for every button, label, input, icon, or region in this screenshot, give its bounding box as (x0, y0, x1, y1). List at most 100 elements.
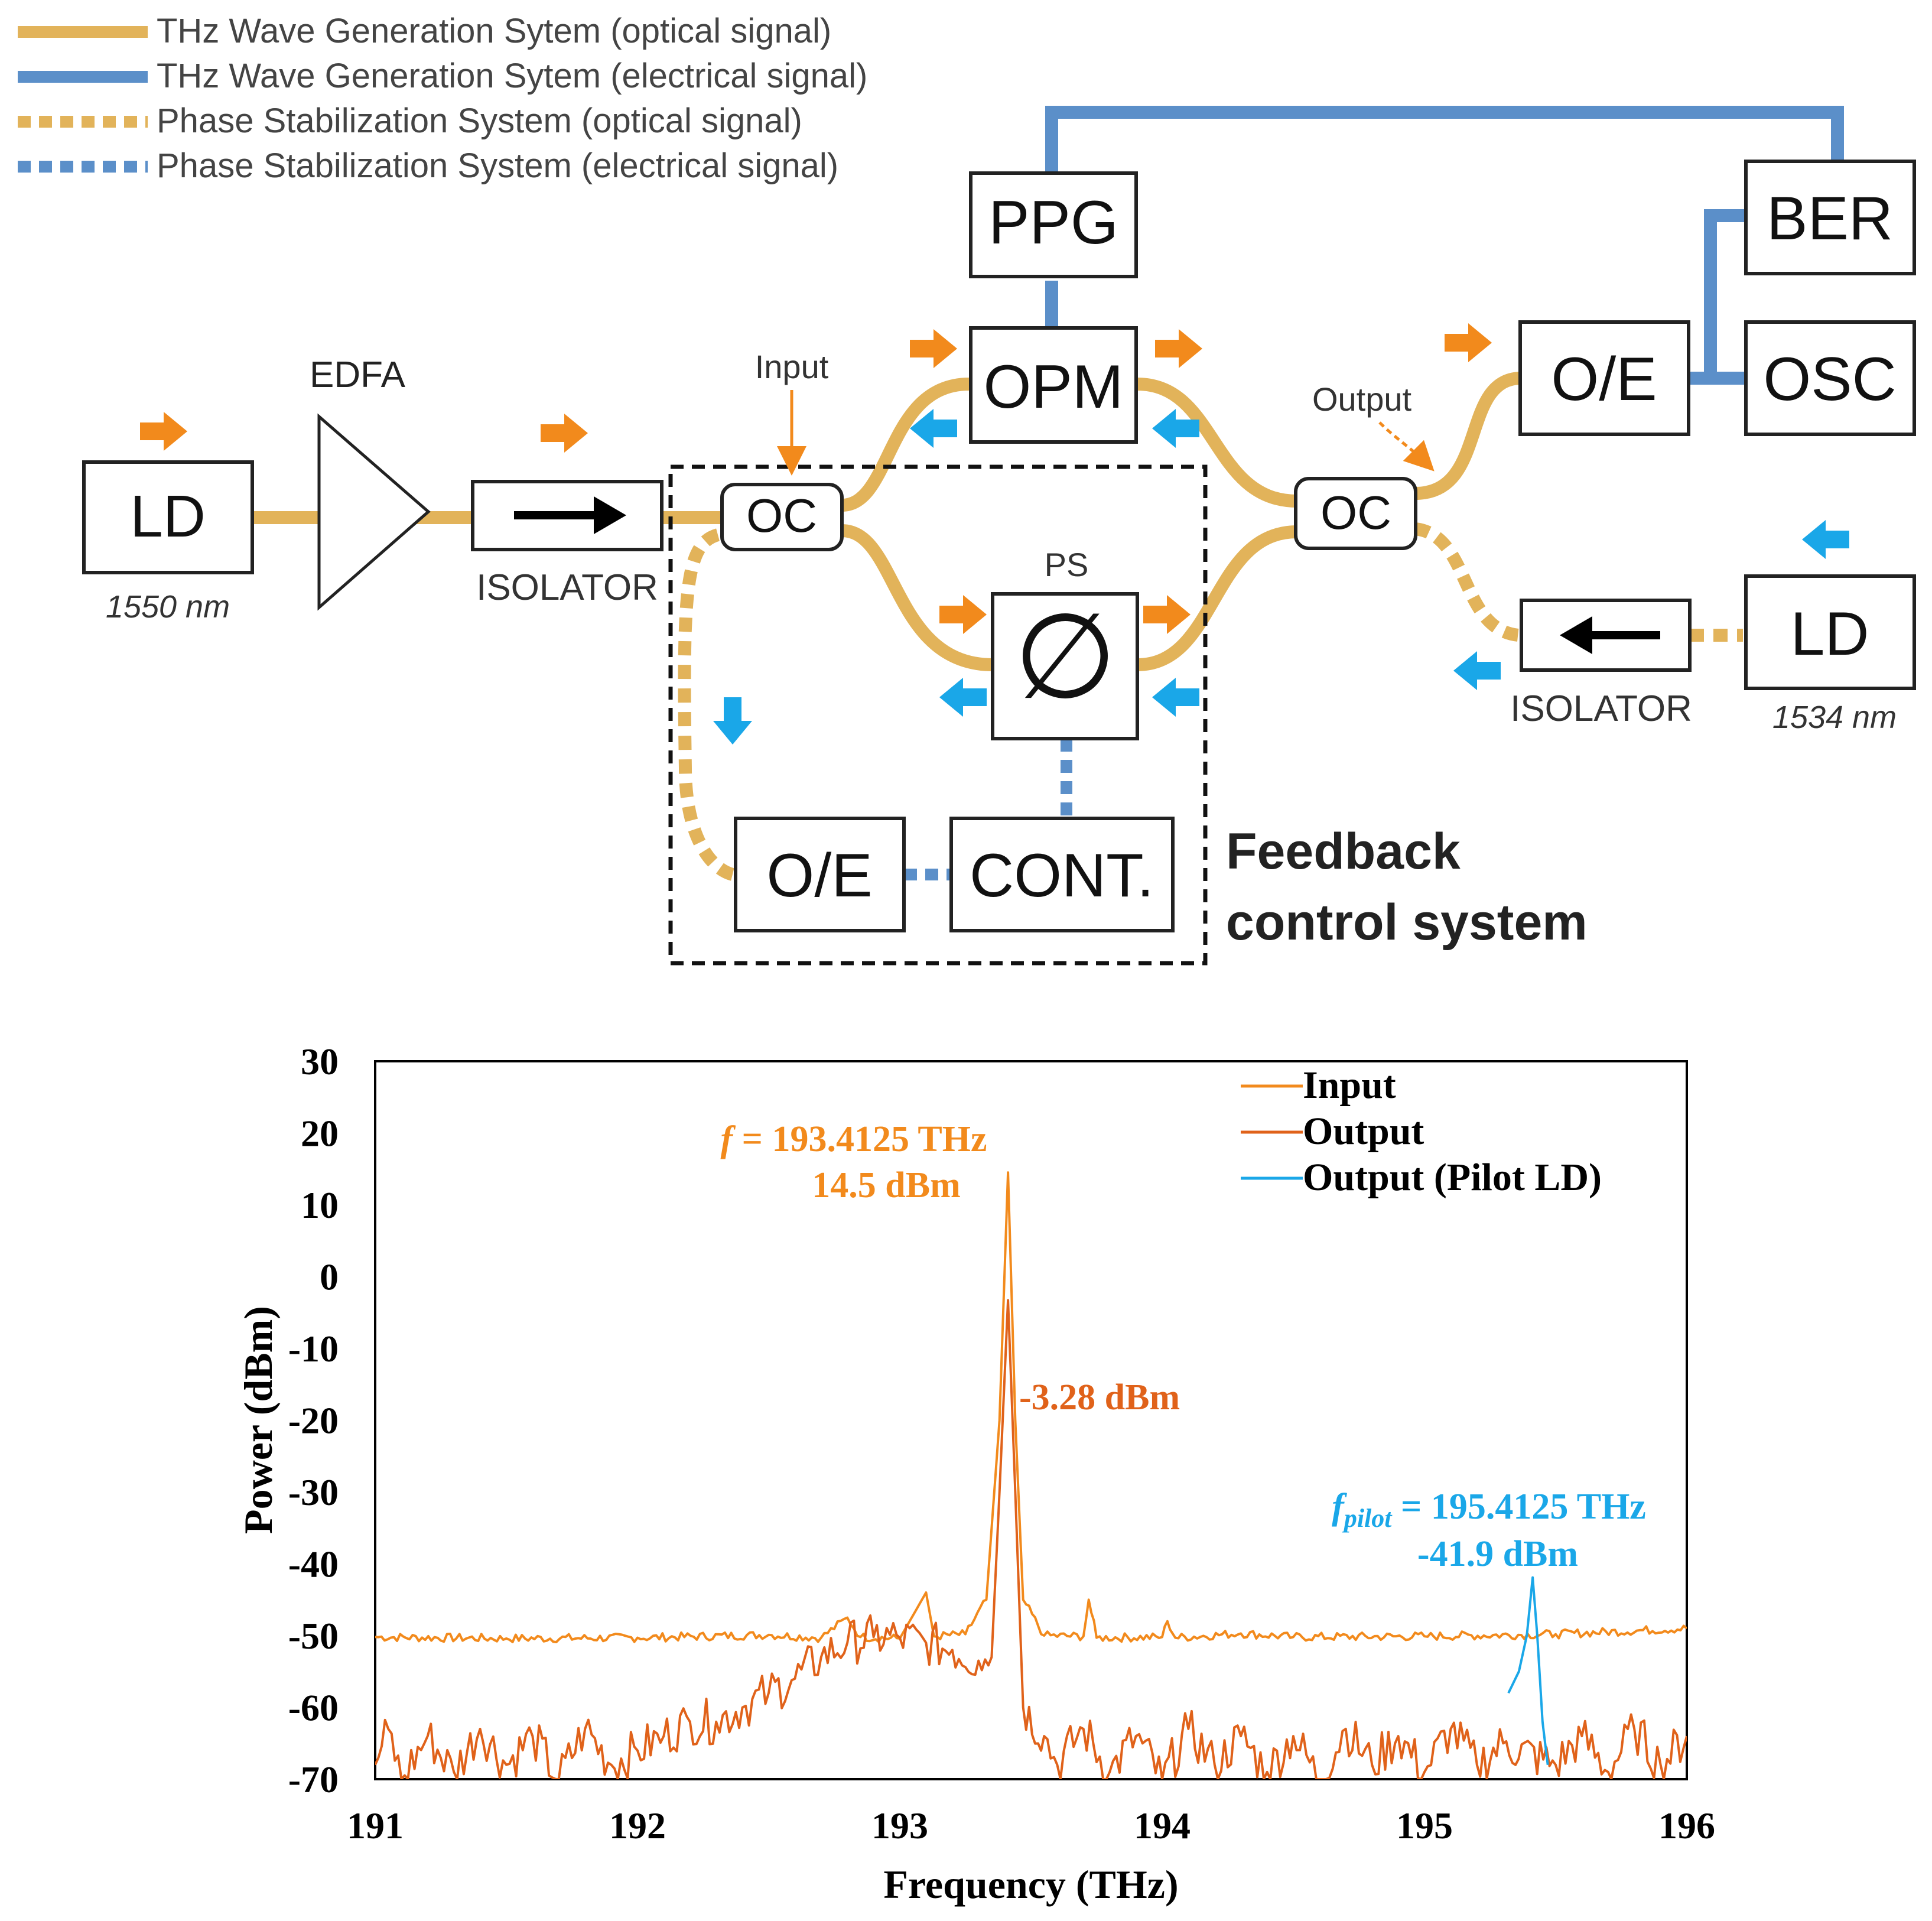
component-oe-feedback: O/E (734, 817, 906, 932)
opm-box (969, 326, 1138, 444)
oe-right-label: O/E (1551, 345, 1657, 414)
annotation-input-line1: f = 193.4125 THz (721, 1119, 987, 1159)
feedback-caption-line2: control system (1226, 894, 1588, 951)
isolator-right-label: ISOLATOR (1510, 688, 1692, 729)
y-tick-label: -10 (288, 1328, 339, 1370)
oe-right-box (1518, 320, 1690, 436)
x-tick-label: 193 (871, 1805, 928, 1847)
y-axis-label: Power (dBm) (236, 1306, 281, 1534)
x-tick-label: 195 (1396, 1805, 1453, 1847)
isolator-left-arrow-icon (594, 496, 626, 534)
output-marker-label: Output (1312, 381, 1412, 418)
arrow-left-icon (910, 409, 957, 448)
annotation-pilot-line2: -41.9 dBm (1417, 1534, 1578, 1574)
optical-path-lower-left (841, 524, 993, 671)
series-layer (375, 1171, 1687, 1779)
component-cont: CONT. (949, 817, 1175, 932)
y-tick-label: 20 (301, 1113, 339, 1155)
arrow-left-icon (1152, 409, 1199, 448)
electrical-path-ppg-ber (1045, 106, 1844, 251)
legend-text-input: Input (1303, 1064, 1396, 1107)
signal-arrows (140, 323, 1849, 745)
annotation-input-line2: 14.5 dBm (812, 1165, 960, 1205)
x-tick-label: 191 (347, 1805, 404, 1847)
component-ppg: PPG (969, 171, 1138, 278)
legend-text-pilot: Output (Pilot LD) (1303, 1156, 1602, 1199)
y-tick-label: -20 (288, 1400, 339, 1442)
series-line-output-pilot-ld (1507, 1576, 1549, 1765)
component-osc: OSC (1744, 320, 1916, 436)
edfa-label: EDFA (310, 355, 406, 395)
electrical-path-ber-oe (1704, 209, 1746, 378)
component-oe-right: O/E (1518, 320, 1690, 436)
x-tick-label: 196 (1658, 1805, 1715, 1847)
component-ld-right: LD 1534 nm (1744, 574, 1916, 735)
chart-legend: Input Output Output (Pilot LD) (1241, 1064, 1602, 1199)
ld-right-wavelength: 1534 nm (1772, 700, 1897, 735)
arrow-right-icon (140, 412, 187, 451)
legend-item-phase-electrical: Phase Stabilization System (electrical s… (18, 147, 838, 185)
ps-box (991, 592, 1139, 740)
component-isolator-right: ISOLATOR (1510, 599, 1692, 729)
component-oc-left: OC (720, 483, 844, 551)
y-tick-label: -50 (288, 1615, 339, 1657)
series-line-output (375, 1299, 1687, 1779)
x-tick-label: 192 (609, 1805, 666, 1847)
annotation-pilot-line1: fpilot = 195.4125 THz (1332, 1487, 1646, 1533)
ld-left-box (82, 460, 254, 574)
y-tick-label: 10 (301, 1184, 339, 1226)
cont-label: CONT. (970, 841, 1154, 910)
isolator-left-label: ISOLATOR (476, 567, 658, 608)
oe-feedback-label: O/E (766, 841, 872, 910)
arrow-left-icon (1152, 678, 1199, 717)
arrow-left-icon (1453, 651, 1501, 690)
opm-label: OPM (984, 353, 1124, 421)
legend-item-thz-electrical: THz Wave Generation Sytem (electrical si… (18, 57, 867, 95)
component-oc-right: OC (1294, 477, 1417, 550)
osc-box (1744, 320, 1916, 436)
oe-feedback-box (734, 817, 906, 932)
phase-path-right-oc (1414, 522, 1520, 642)
annotation-output-text: -3.28 dBm (1019, 1377, 1180, 1418)
legend-label: Phase Stabilization System (optical sign… (157, 102, 802, 140)
oc-left-label: OC (746, 489, 817, 542)
ld-right-box (1744, 574, 1916, 690)
ber-box (1744, 160, 1916, 275)
optical-path-lower-right (1137, 525, 1297, 671)
component-ld-left: LD 1550 nm (82, 460, 254, 625)
y-tick-label: -60 (288, 1687, 339, 1729)
ber-label: BER (1767, 184, 1893, 253)
feedback-box (668, 464, 1208, 966)
component-edfa: EDFA (310, 355, 431, 611)
ppg-label: PPG (988, 188, 1118, 257)
legend-label: THz Wave Generation Sytem (optical signa… (157, 12, 831, 50)
y-tick-label: 30 (301, 1041, 339, 1083)
optical-path-to-oe (1414, 372, 1522, 500)
arrow-right-icon (541, 414, 588, 453)
component-opm: OPM (969, 326, 1138, 444)
legend-item-phase-optical: Phase Stabilization System (optical sign… (18, 102, 802, 140)
input-marker: Input (755, 348, 829, 476)
arrow-right-icon (939, 595, 987, 634)
ld-right-label: LD (1791, 600, 1869, 668)
x-axis-label: Frequency (THz) (883, 1862, 1178, 1907)
cont-box (949, 817, 1175, 932)
y-tick-label: 0 (320, 1256, 339, 1298)
y-tick-label: -70 (288, 1759, 339, 1800)
annotation-output-peak: -3.28 dBm (1019, 1377, 1180, 1418)
legend-text-output: Output (1303, 1110, 1424, 1153)
component-isolator-left: ISOLATOR (471, 480, 663, 608)
plot-area (374, 1060, 1688, 1780)
optical-path-upper-right (1137, 378, 1297, 508)
arrow-right-icon (1445, 323, 1492, 362)
oc-right-label: OC (1320, 486, 1391, 539)
feedback-caption: Feedback control system (1226, 823, 1588, 951)
isolator-right-arrow-icon (1560, 616, 1592, 654)
legend: THz Wave Generation Sytem (optical signa… (18, 12, 867, 185)
arrow-left-icon (939, 678, 987, 717)
optical-path-upper-left (841, 378, 970, 512)
